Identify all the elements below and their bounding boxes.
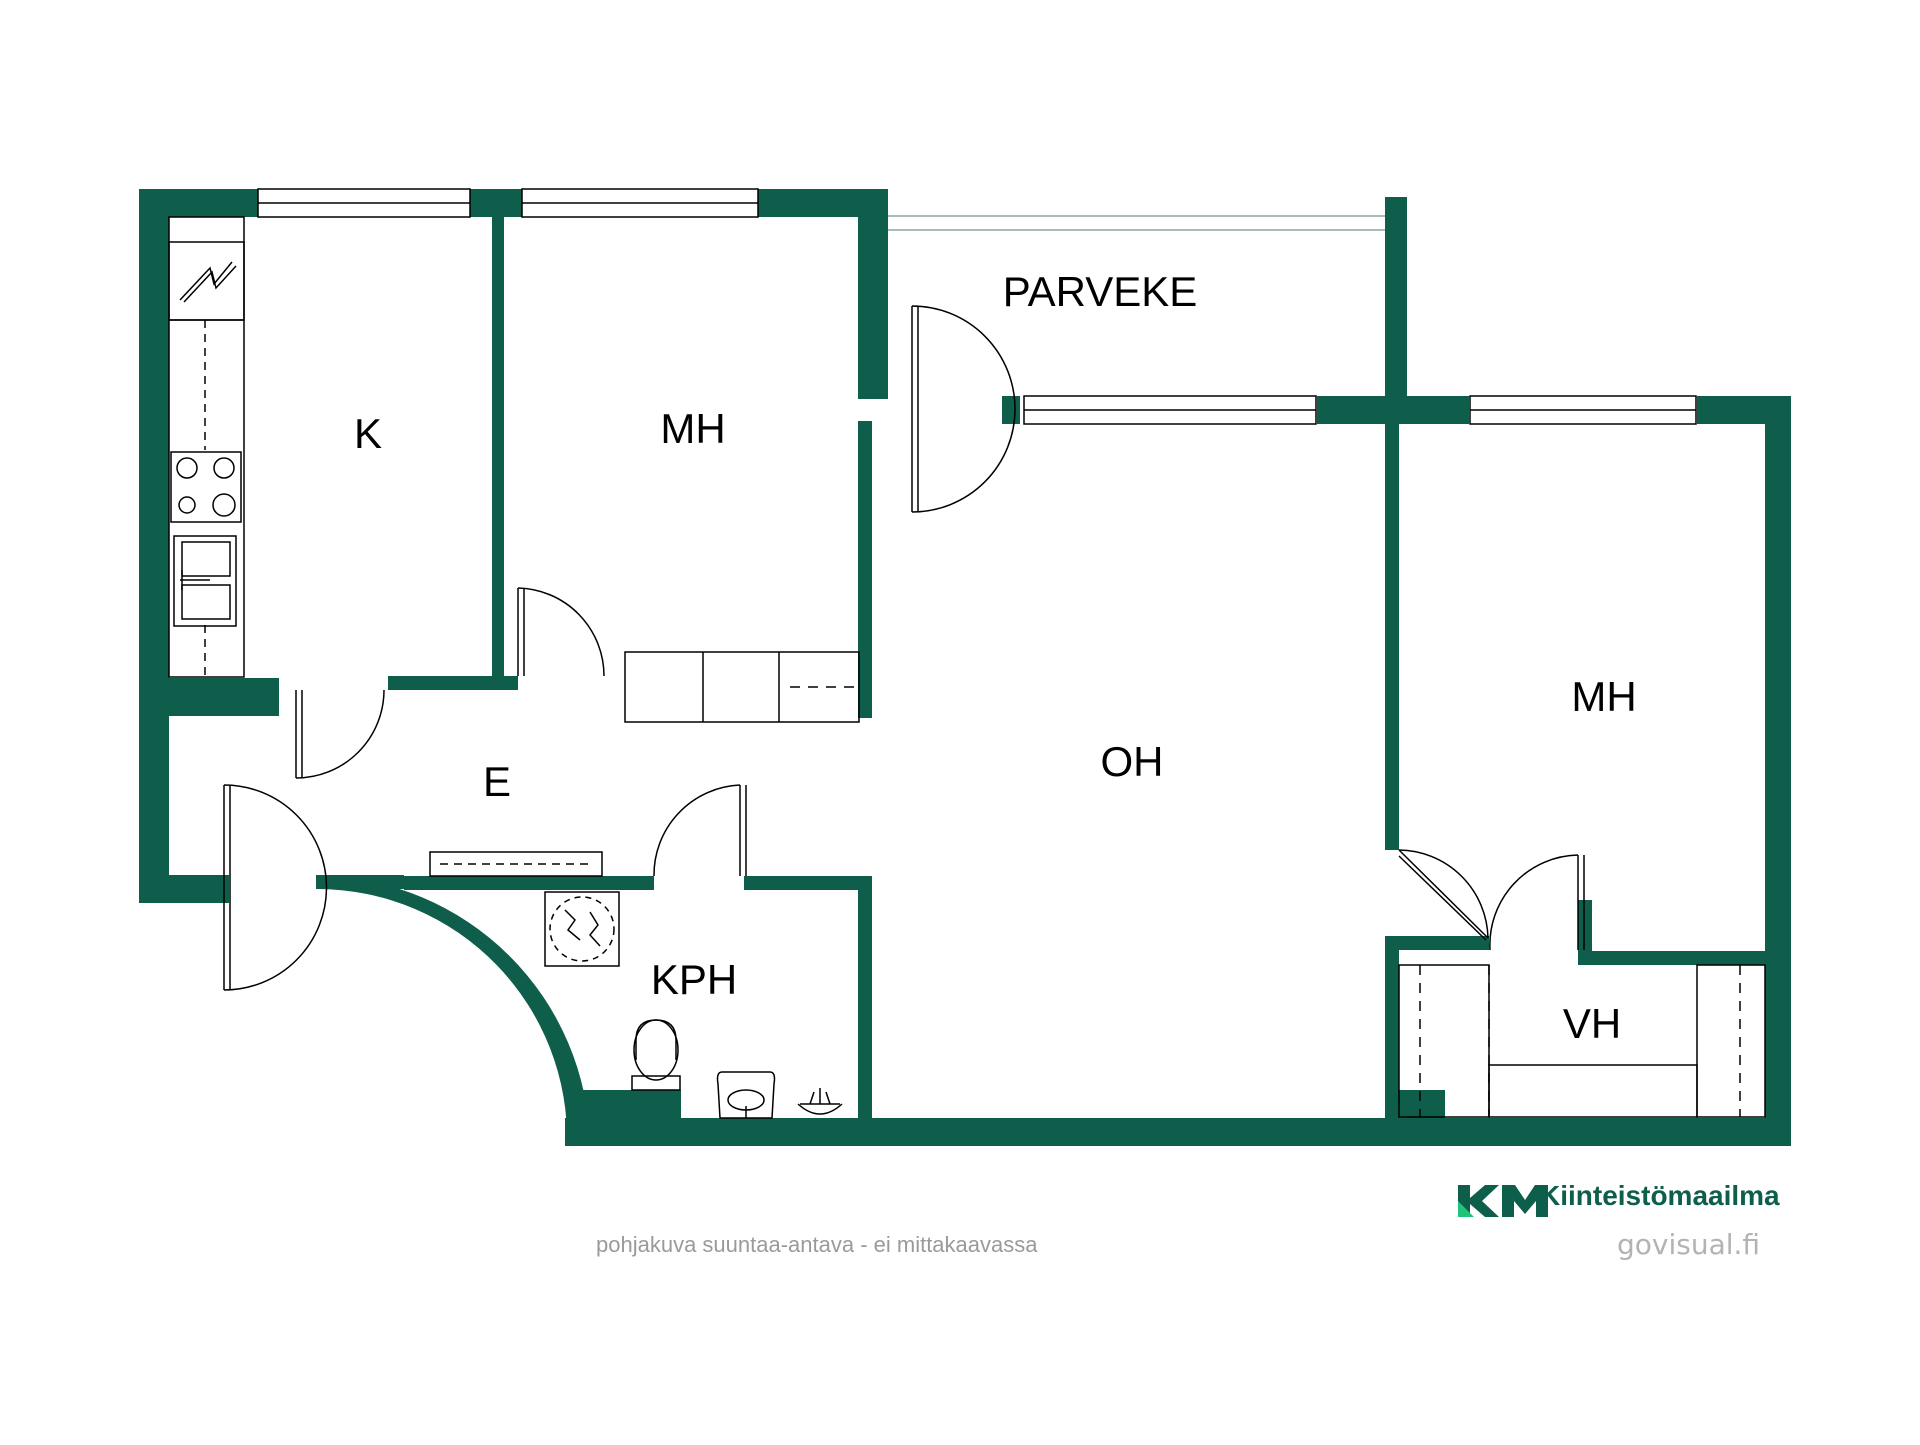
disclaimer-text: pohjakuva suuntaa-antava - ei mittakaava… <box>596 1232 1038 1257</box>
doors <box>223 305 1585 991</box>
brand-name: Kiinteistömaailma <box>1540 1180 1780 1211</box>
credit-link[interactable]: govisual.fi <box>1617 1228 1761 1261</box>
windows <box>257 188 1697 425</box>
wardrobe-mh <box>624 651 860 723</box>
brand-logo: Kiinteistömaailma <box>1540 1180 1780 1212</box>
washbasin-icon <box>716 1071 776 1119</box>
walls <box>139 189 1791 1146</box>
shower-icon <box>544 891 620 967</box>
closet-shelving <box>1398 964 1766 1118</box>
stove-icon <box>170 451 242 523</box>
room-label-closet: VH <box>1562 1000 1622 1047</box>
room-label-hallway: E <box>482 758 512 805</box>
floor-drain-icon <box>797 1088 843 1115</box>
km-logo-icon <box>1458 1185 1548 1217</box>
balcony-railing <box>886 215 1398 231</box>
hallway-shelf <box>429 851 603 877</box>
electric-panel-icon <box>168 241 245 321</box>
kitchen-counter <box>168 216 245 678</box>
room-label-kitchen: K <box>353 410 383 457</box>
room-label-living-room: OH <box>1100 738 1164 785</box>
room-label-balcony: PARVEKE <box>1002 268 1198 315</box>
sink-icon <box>173 535 237 627</box>
room-label-bedroom-1: MH <box>660 405 726 452</box>
room-label-bedroom-2: MH <box>1571 673 1637 720</box>
room-label-bathroom: KPH <box>650 956 738 1003</box>
toilet-icon <box>631 1019 681 1091</box>
